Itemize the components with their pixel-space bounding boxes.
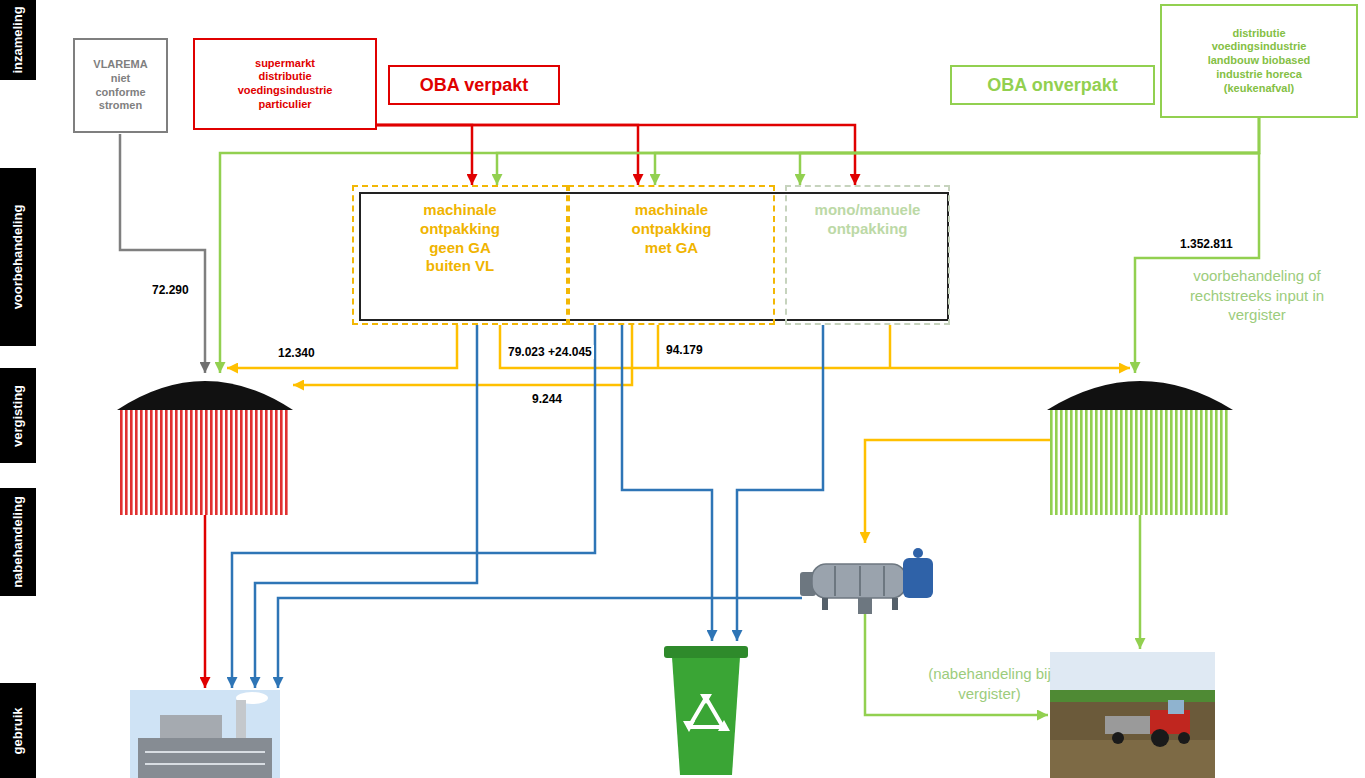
flow-connector (655, 118, 1259, 185)
press-leg (892, 598, 898, 610)
tree-line (1050, 690, 1215, 702)
box-text: OBA verpakt (420, 74, 528, 97)
quantity-label: 72.290 (150, 283, 191, 297)
press-knob (913, 548, 923, 558)
flow-line (255, 325, 477, 688)
category-box: OBA verpakt (388, 65, 560, 105)
recycle-bin-icon (664, 646, 748, 775)
process-box: machinale ontpakking met GA (568, 185, 775, 325)
flow-line (737, 325, 823, 641)
box-text: distributie voedingsindustrie landbouw b… (1195, 27, 1323, 96)
window-row (145, 751, 265, 753)
stage-label: voorbehandeling (10, 205, 26, 310)
press-leg (822, 598, 828, 610)
quantity-label: 9.244 (530, 392, 564, 406)
box-text: machinale ontpakking met GA (622, 201, 722, 257)
flow-connector (377, 125, 638, 185)
category-box: OBA onverpakt (950, 65, 1155, 105)
box-text: VLAREMA niet conforme stromen (89, 58, 153, 113)
press-motor (903, 558, 933, 598)
press-band (859, 566, 861, 596)
unpacking-outline (360, 193, 948, 320)
recycle-arrow (718, 720, 730, 731)
digester-dome (117, 381, 293, 410)
wheel (1178, 732, 1190, 744)
quantity-label: 79.023 +24.045 (506, 345, 594, 359)
flow-connector (377, 125, 855, 185)
stage-label: nabehandeling (10, 496, 26, 588)
flow-line (232, 325, 595, 688)
flow-line (204, 515, 207, 688)
stage-band: voorbehandeling (0, 168, 36, 346)
box-text: supermarkt distributie voedingsindustrie… (229, 57, 341, 112)
stage-label: gebruik (10, 707, 26, 754)
digester-tank (120, 408, 290, 515)
tractor-cab (1168, 700, 1184, 714)
bin-lid (664, 646, 748, 658)
quantity-label: 12.340 (276, 346, 317, 360)
wheel (1112, 732, 1124, 744)
press-body (812, 564, 906, 598)
stage-band: inzameling (0, 0, 36, 80)
process-box: machinale ontpakking geen GA buiten VL (352, 185, 568, 325)
flow-line (657, 325, 660, 368)
sky (130, 690, 280, 778)
press-band (834, 566, 836, 596)
box-text: OBA onverpakt (987, 74, 1117, 97)
press-outlet (858, 598, 872, 614)
flow-line (622, 325, 712, 641)
process-box: mono/manuele ontpakking (785, 185, 950, 325)
power-plant-photo (130, 690, 280, 778)
note-text: voorbehandeling of rechtstreeks input in… (1180, 266, 1334, 325)
flow-connector (497, 118, 1259, 185)
quantity-label: 1.352.811 (1178, 237, 1235, 251)
building (138, 738, 272, 778)
stage-band: gebruik (0, 683, 36, 778)
flow-line (120, 134, 205, 373)
box-text: machinale ontpakking geen GA buiten VL (410, 201, 510, 276)
soil (1050, 740, 1215, 778)
flow-line (865, 440, 1050, 543)
press-band (883, 566, 885, 596)
flow-connector (800, 118, 1259, 185)
note-text: (nabehandeling bij vergister) (925, 664, 1054, 703)
bin-body (672, 657, 740, 775)
quantity-label: 94.179 (664, 343, 705, 357)
source-box: distributie voedingsindustrie landbouw b… (1160, 4, 1358, 118)
sky (1050, 652, 1215, 694)
recycle-arrow (683, 721, 695, 732)
screw-press-icon (800, 548, 933, 614)
stage-band: vergisting (0, 368, 36, 463)
source-box: supermarkt distributie voedingsindustrie… (193, 38, 377, 130)
spreader (1105, 716, 1150, 734)
flow-line (220, 153, 1259, 373)
source-box: VLAREMA niet conforme stromen (73, 38, 168, 133)
flow-connector (377, 125, 472, 185)
recycle-arrow (700, 694, 712, 704)
stage-band: nabehandeling (0, 488, 36, 596)
window-row (145, 763, 265, 765)
digester-tank (1050, 408, 1230, 515)
wheel (1151, 729, 1169, 747)
soil (1050, 692, 1215, 778)
flow-line (293, 325, 632, 385)
flow-line (1135, 153, 1259, 373)
digester-dome (1047, 381, 1233, 410)
box-text: mono/manuele ontpakking (798, 201, 938, 239)
stage-label: vergisting (10, 384, 26, 446)
stage-label: inzameling (10, 6, 26, 73)
flow-line (1139, 515, 1142, 649)
flow-line (889, 325, 892, 368)
field-photo (1050, 652, 1215, 778)
flow-line (227, 325, 457, 368)
